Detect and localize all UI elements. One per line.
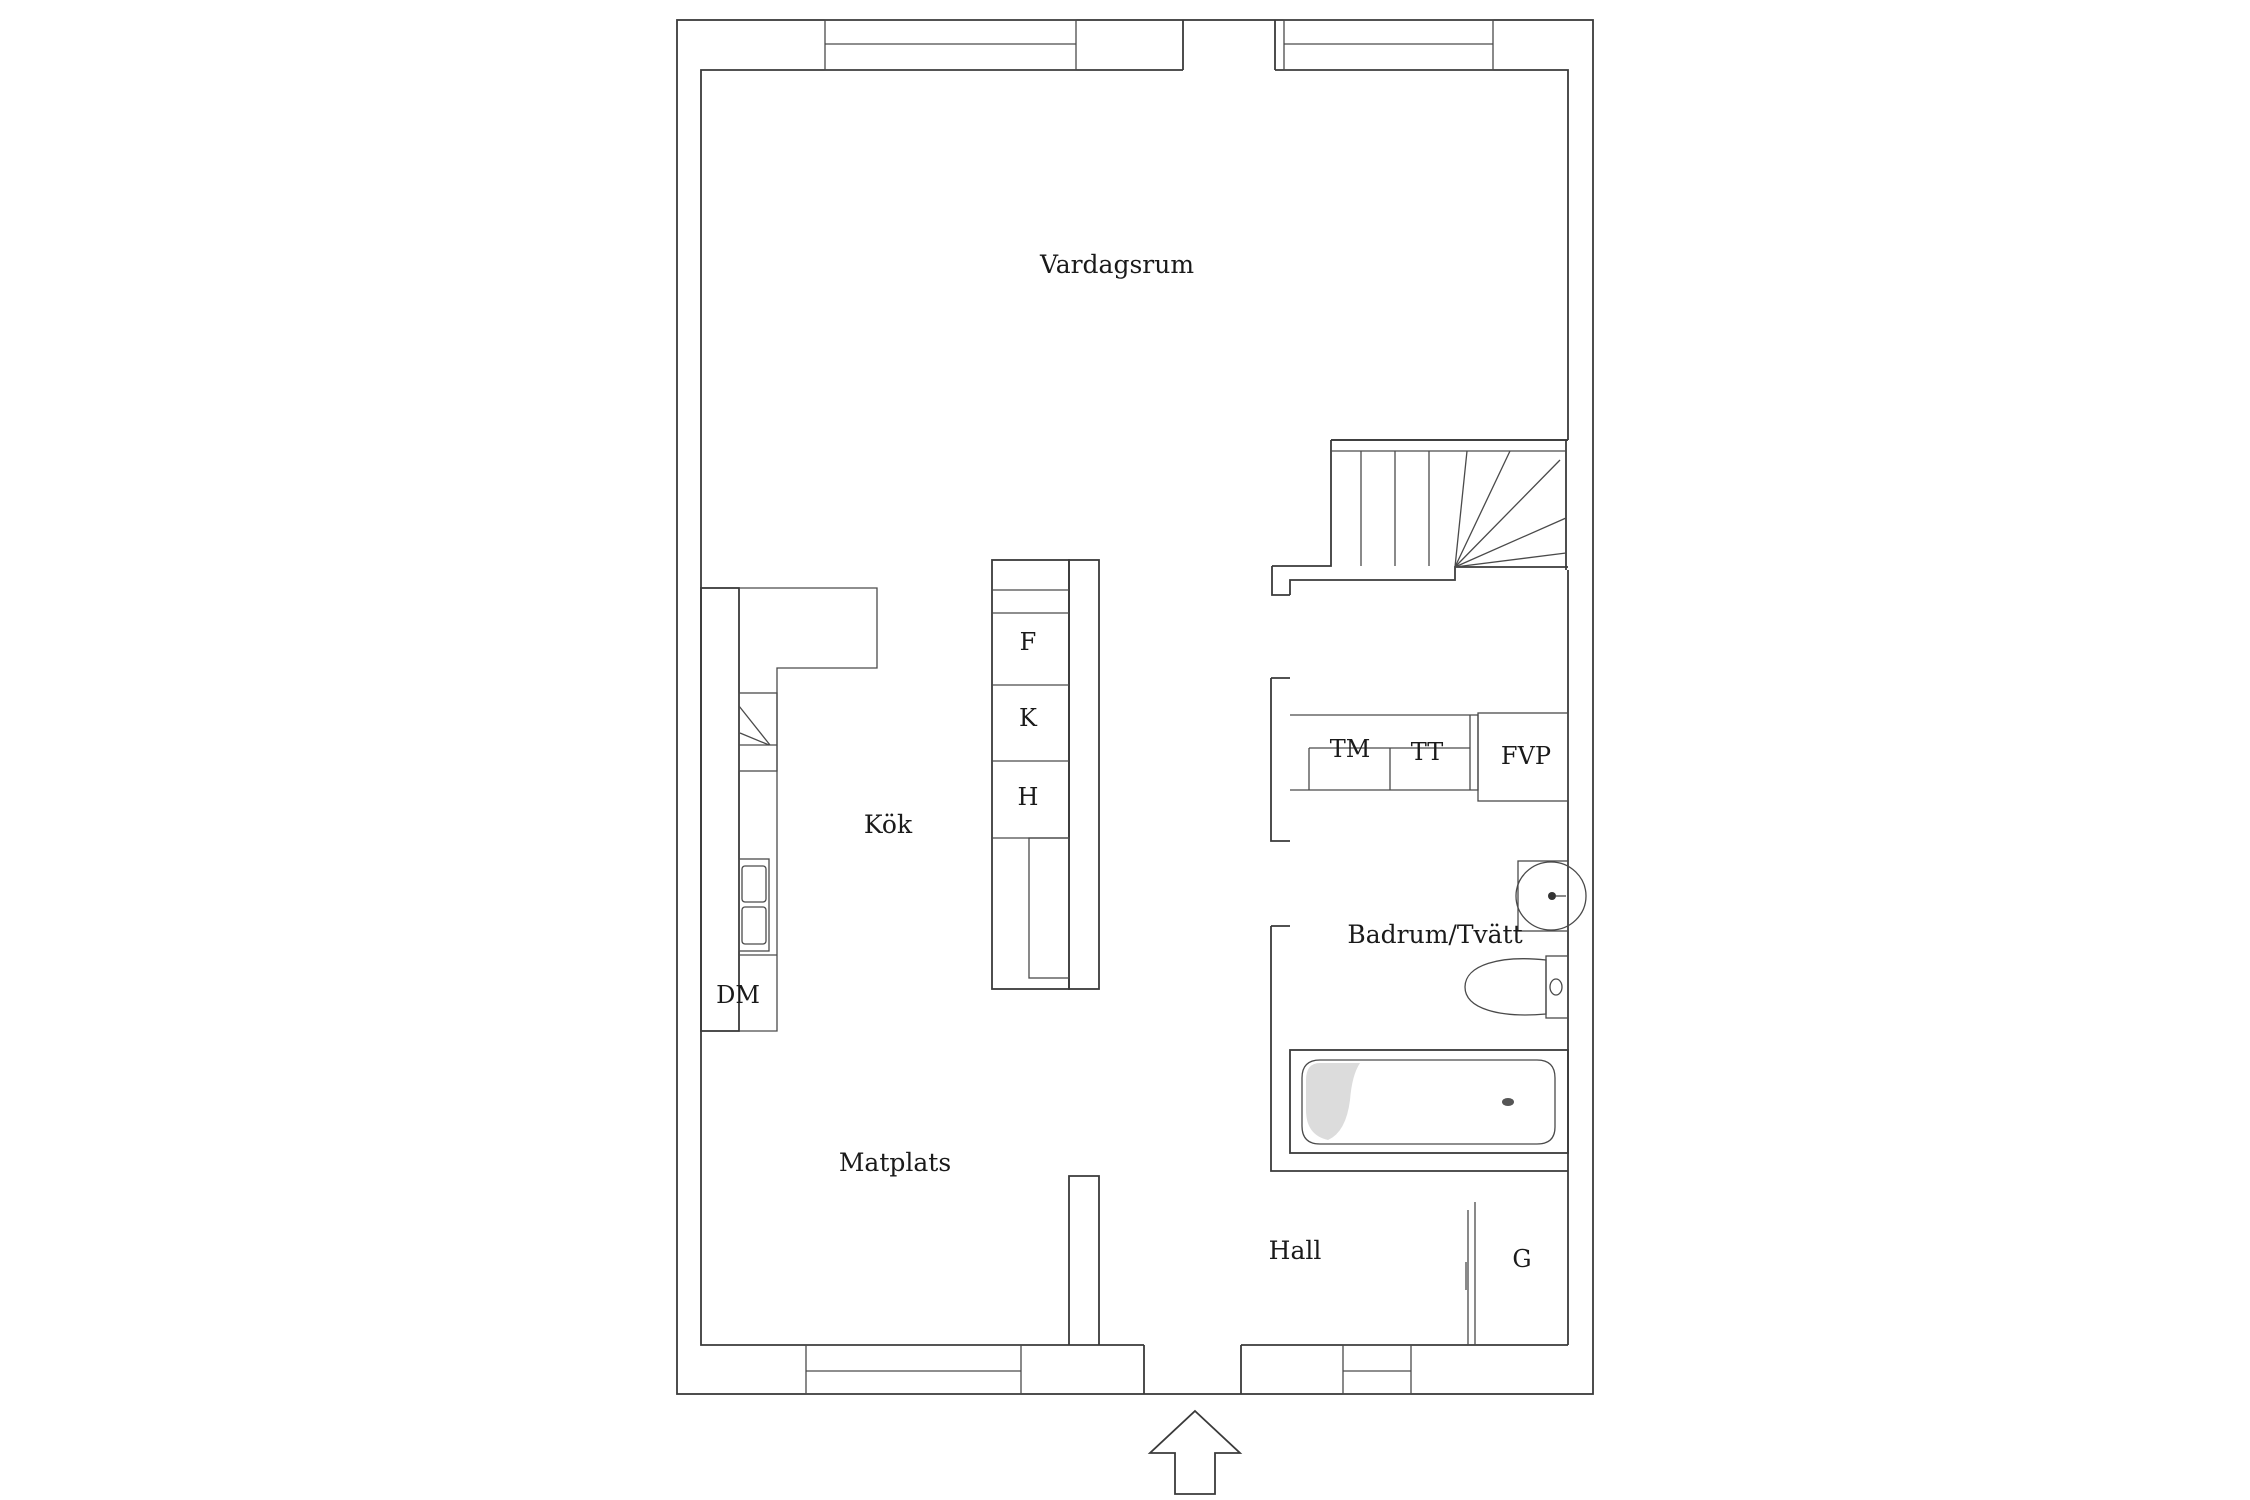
kitchen-counter: DM [700,587,878,1032]
fixture-label-dishwasher: DM [716,981,760,1009]
fixture-label-wardrobe: G [1512,1245,1531,1273]
room-label-matplats: Matplats [839,1148,951,1177]
room-labels: Vardagsrum Kök Matplats Hall Badrum/Tvät… [839,250,1523,1265]
room-label-badrum: Badrum/Tvätt [1347,920,1522,949]
washbasin [1515,860,1587,932]
window-bottom-right [1342,1344,1412,1395]
wardrobe: G [1465,1202,1532,1345]
fixture-label-cabinet: H [1018,783,1039,811]
sink [738,858,770,952]
bathroom-fixtures [1289,860,1587,1154]
window-top-left [824,19,1077,71]
bathtub [1289,1049,1569,1154]
stove [738,692,778,772]
windows [805,19,1494,1395]
interior-walls [1068,439,1568,1345]
fixture-label-dryer: TT [1411,738,1443,766]
outer-walls [676,19,1594,1395]
toilet [1464,955,1569,1019]
window-top-right [1283,19,1494,71]
staircase [1271,439,1568,596]
window-bottom-left [805,1344,1022,1395]
room-label-kok: Kök [864,810,913,839]
room-label-vardagsrum: Vardagsrum [1039,250,1194,279]
heat-pump [1477,712,1569,802]
fixture-label-freezer: K [1019,704,1038,732]
fixture-label-heat-pump: FVP [1501,742,1551,770]
fixture-label-fridge: F [1020,628,1037,656]
kitchen-island: F K H [991,559,1100,990]
laundry-area: TM TT FVP [1290,712,1569,802]
room-label-hall: Hall [1269,1236,1322,1265]
fixture-label-washer: TM [1330,735,1371,763]
entrance-arrow-icon [1147,1409,1243,1495]
